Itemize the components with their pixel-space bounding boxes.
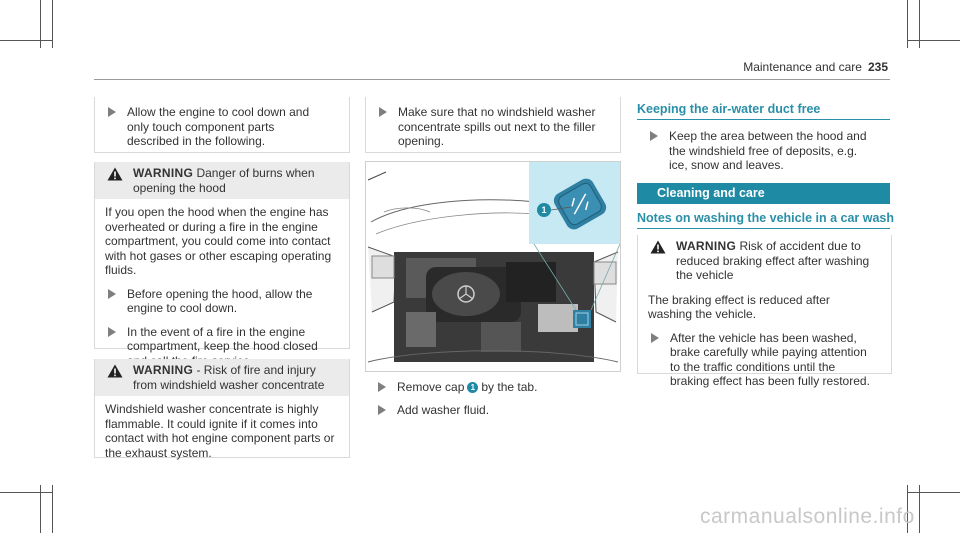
crop-mark: [919, 485, 920, 533]
warning-body: Windshield washer concentrate is highly …: [105, 402, 335, 460]
chapter-banner: Cleaning and care: [637, 183, 890, 204]
warning-box: WARNING Risk of accident due to reduced …: [637, 235, 892, 388]
warning-triangle-icon: [107, 167, 123, 181]
warning-triangle-icon: [650, 240, 666, 254]
step-text: Keep the area between the hood and the w…: [669, 129, 867, 172]
callout-badge: 1: [467, 382, 479, 394]
arrow-bullet-icon: [651, 332, 659, 343]
figure-callout: 1: [537, 203, 551, 217]
arrow-bullet-icon: [378, 404, 386, 415]
crop-mark: [919, 0, 920, 48]
step-box: Keep the area between the hood and the w…: [637, 121, 890, 179]
instruction-step: Make sure that no windshield washer conc…: [366, 97, 620, 149]
step-text: Before opening the hood, allow the engin…: [127, 286, 313, 316]
instruction-step: Allow the engine to cool down and only t…: [95, 97, 349, 149]
crop-mark: [40, 0, 41, 48]
arrow-bullet-icon: [379, 107, 387, 117]
instruction-step: After the vehicle has been washed, brake…: [638, 331, 891, 389]
running-header: Maintenance and care 235: [743, 60, 888, 74]
engine-illustration: [367, 162, 620, 363]
instruction-step: Before opening the hood, allow the engin…: [95, 287, 349, 316]
step-text: After the vehicle has been washed, brake…: [670, 330, 870, 389]
warning-body: If you open the hood when the engine has…: [105, 205, 332, 277]
crop-mark: [52, 485, 53, 533]
warning-label: WARNING: [133, 166, 194, 180]
step-text: Add washer fluid.: [397, 402, 490, 417]
warning-label: WARNING: [676, 239, 737, 253]
subsection-heading: Notes on washing the vehicle in a car wa…: [637, 211, 895, 225]
page-number: 235: [867, 60, 888, 74]
crop-mark: [0, 492, 53, 493]
warning-header: WARNING Risk of accident due to reduced …: [638, 235, 891, 287]
crop-mark: [907, 492, 960, 493]
arrow-bullet-icon: [650, 131, 658, 141]
heading-rule: [637, 119, 890, 120]
heading-rule: [637, 228, 890, 229]
header-rule: [94, 79, 890, 80]
crop-mark: [907, 485, 908, 533]
warning-label: WARNING: [133, 363, 194, 377]
warning-title: Risk of accident due to reduced braking …: [676, 239, 870, 282]
step-text: Allow the engine to cool down and only t…: [127, 105, 310, 148]
warning-title: Danger of burns when opening the hood: [133, 166, 315, 195]
warning-box: WARNING Danger of burns when opening the…: [94, 162, 350, 368]
arrow-bullet-icon: [108, 326, 116, 337]
crop-mark: [907, 40, 960, 41]
step-box: Allow the engine to cool down and only t…: [94, 97, 350, 153]
crop-mark: [52, 0, 53, 48]
crop-mark: [40, 485, 41, 533]
watermark: carmanualsonline.info: [700, 505, 915, 528]
step-text: Make sure that no windshield washer conc…: [398, 105, 596, 148]
step-box: Make sure that no windshield washer conc…: [365, 97, 621, 153]
instruction-step: Add washer fluid.: [365, 403, 619, 418]
section-title: Maintenance and care: [743, 60, 862, 74]
crop-mark: [907, 0, 908, 48]
warning-header: WARNING Danger of burns when opening the…: [95, 162, 349, 199]
crop-mark: [0, 40, 53, 41]
arrow-bullet-icon: [378, 382, 386, 392]
warning-title: - Risk of fire and injury from windshiel…: [133, 363, 325, 392]
warning-box: WARNING - Risk of fire and injury from w…: [94, 359, 350, 460]
step-text: Remove cap: [397, 380, 465, 394]
instruction-step: Keep the area between the hood and the w…: [637, 121, 890, 173]
engine-compartment-figure: 1: [365, 161, 621, 372]
section-heading: Keeping the air-water duct free: [637, 102, 821, 116]
step-text: by the tab.: [481, 380, 538, 394]
warning-triangle-icon: [107, 364, 123, 378]
arrow-bullet-icon: [108, 288, 116, 299]
warning-body: The braking effect is reduced after wash…: [648, 292, 830, 322]
arrow-bullet-icon: [108, 107, 116, 117]
warning-header: WARNING - Risk of fire and injury from w…: [95, 359, 349, 396]
